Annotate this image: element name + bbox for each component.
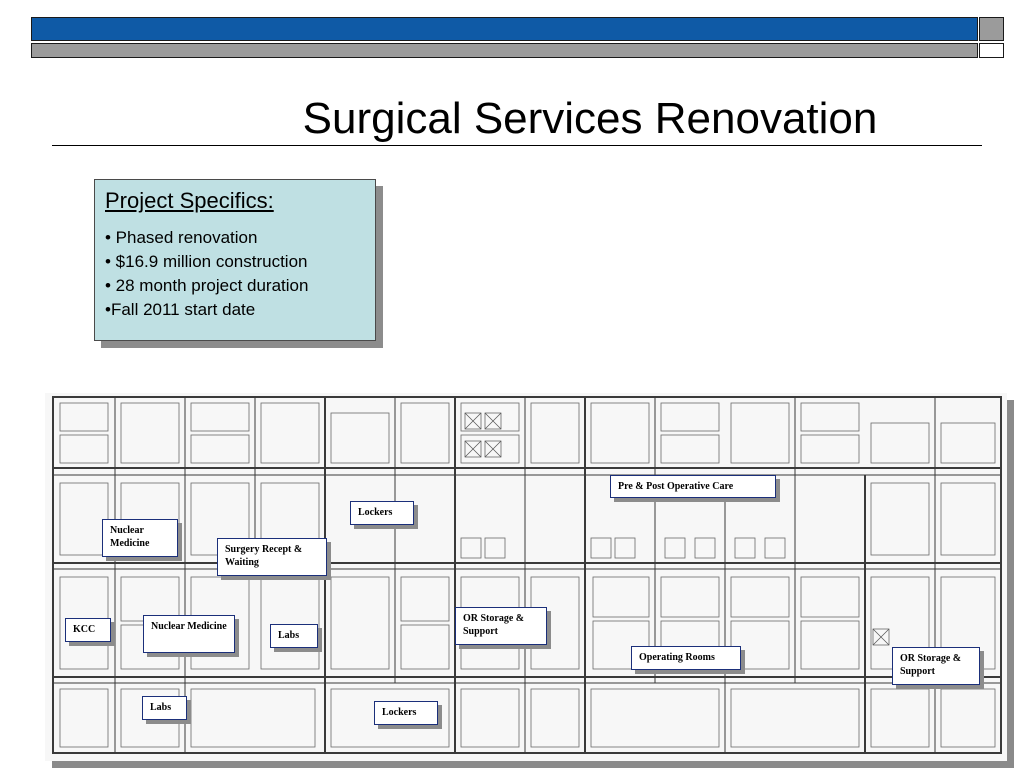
- header-square-white: [979, 43, 1004, 58]
- header-bar-blue: [31, 17, 978, 41]
- label-lockers-bottom: Lockers: [374, 701, 438, 725]
- label-nuclear-medicine-top: Nuclear Medicine: [102, 519, 178, 557]
- label-or-storage-right: OR Storage & Support: [892, 647, 980, 685]
- specifics-item: • $16.9 million construction: [105, 252, 308, 271]
- label-nuclear-medicine-bottom: Nuclear Medicine: [143, 615, 235, 653]
- label-kcc: KCC: [65, 618, 111, 642]
- label-operating-rooms: Operating Rooms: [631, 646, 741, 670]
- floorplan-image: Pre & Post Operative Care Lockers Nuclea…: [45, 393, 1007, 761]
- label-lockers-top: Lockers: [350, 501, 414, 525]
- label-labs-center: Labs: [270, 624, 318, 648]
- label-or-storage-center: OR Storage & Support: [455, 607, 547, 645]
- specifics-item: • 28 month project duration: [105, 276, 309, 295]
- floorplan-drawing: [52, 396, 1002, 754]
- label-pre-post-operative-care: Pre & Post Operative Care: [610, 475, 776, 498]
- project-specifics-box: Project Specifics: • Phased renovation •…: [94, 179, 376, 341]
- specifics-heading: Project Specifics:: [105, 188, 274, 213]
- specifics-item: •Fall 2011 start date: [105, 300, 256, 319]
- specifics-item: • Phased renovation: [105, 228, 258, 247]
- slide-title: Surgical Services Renovation: [302, 94, 878, 143]
- header-square-gray: [979, 17, 1004, 41]
- label-labs-bottom: Labs: [142, 696, 187, 720]
- label-surgery-reception-waiting: Surgery Recept & Waiting: [217, 538, 327, 576]
- header-bar-gray: [31, 43, 978, 58]
- title-divider: [52, 145, 982, 146]
